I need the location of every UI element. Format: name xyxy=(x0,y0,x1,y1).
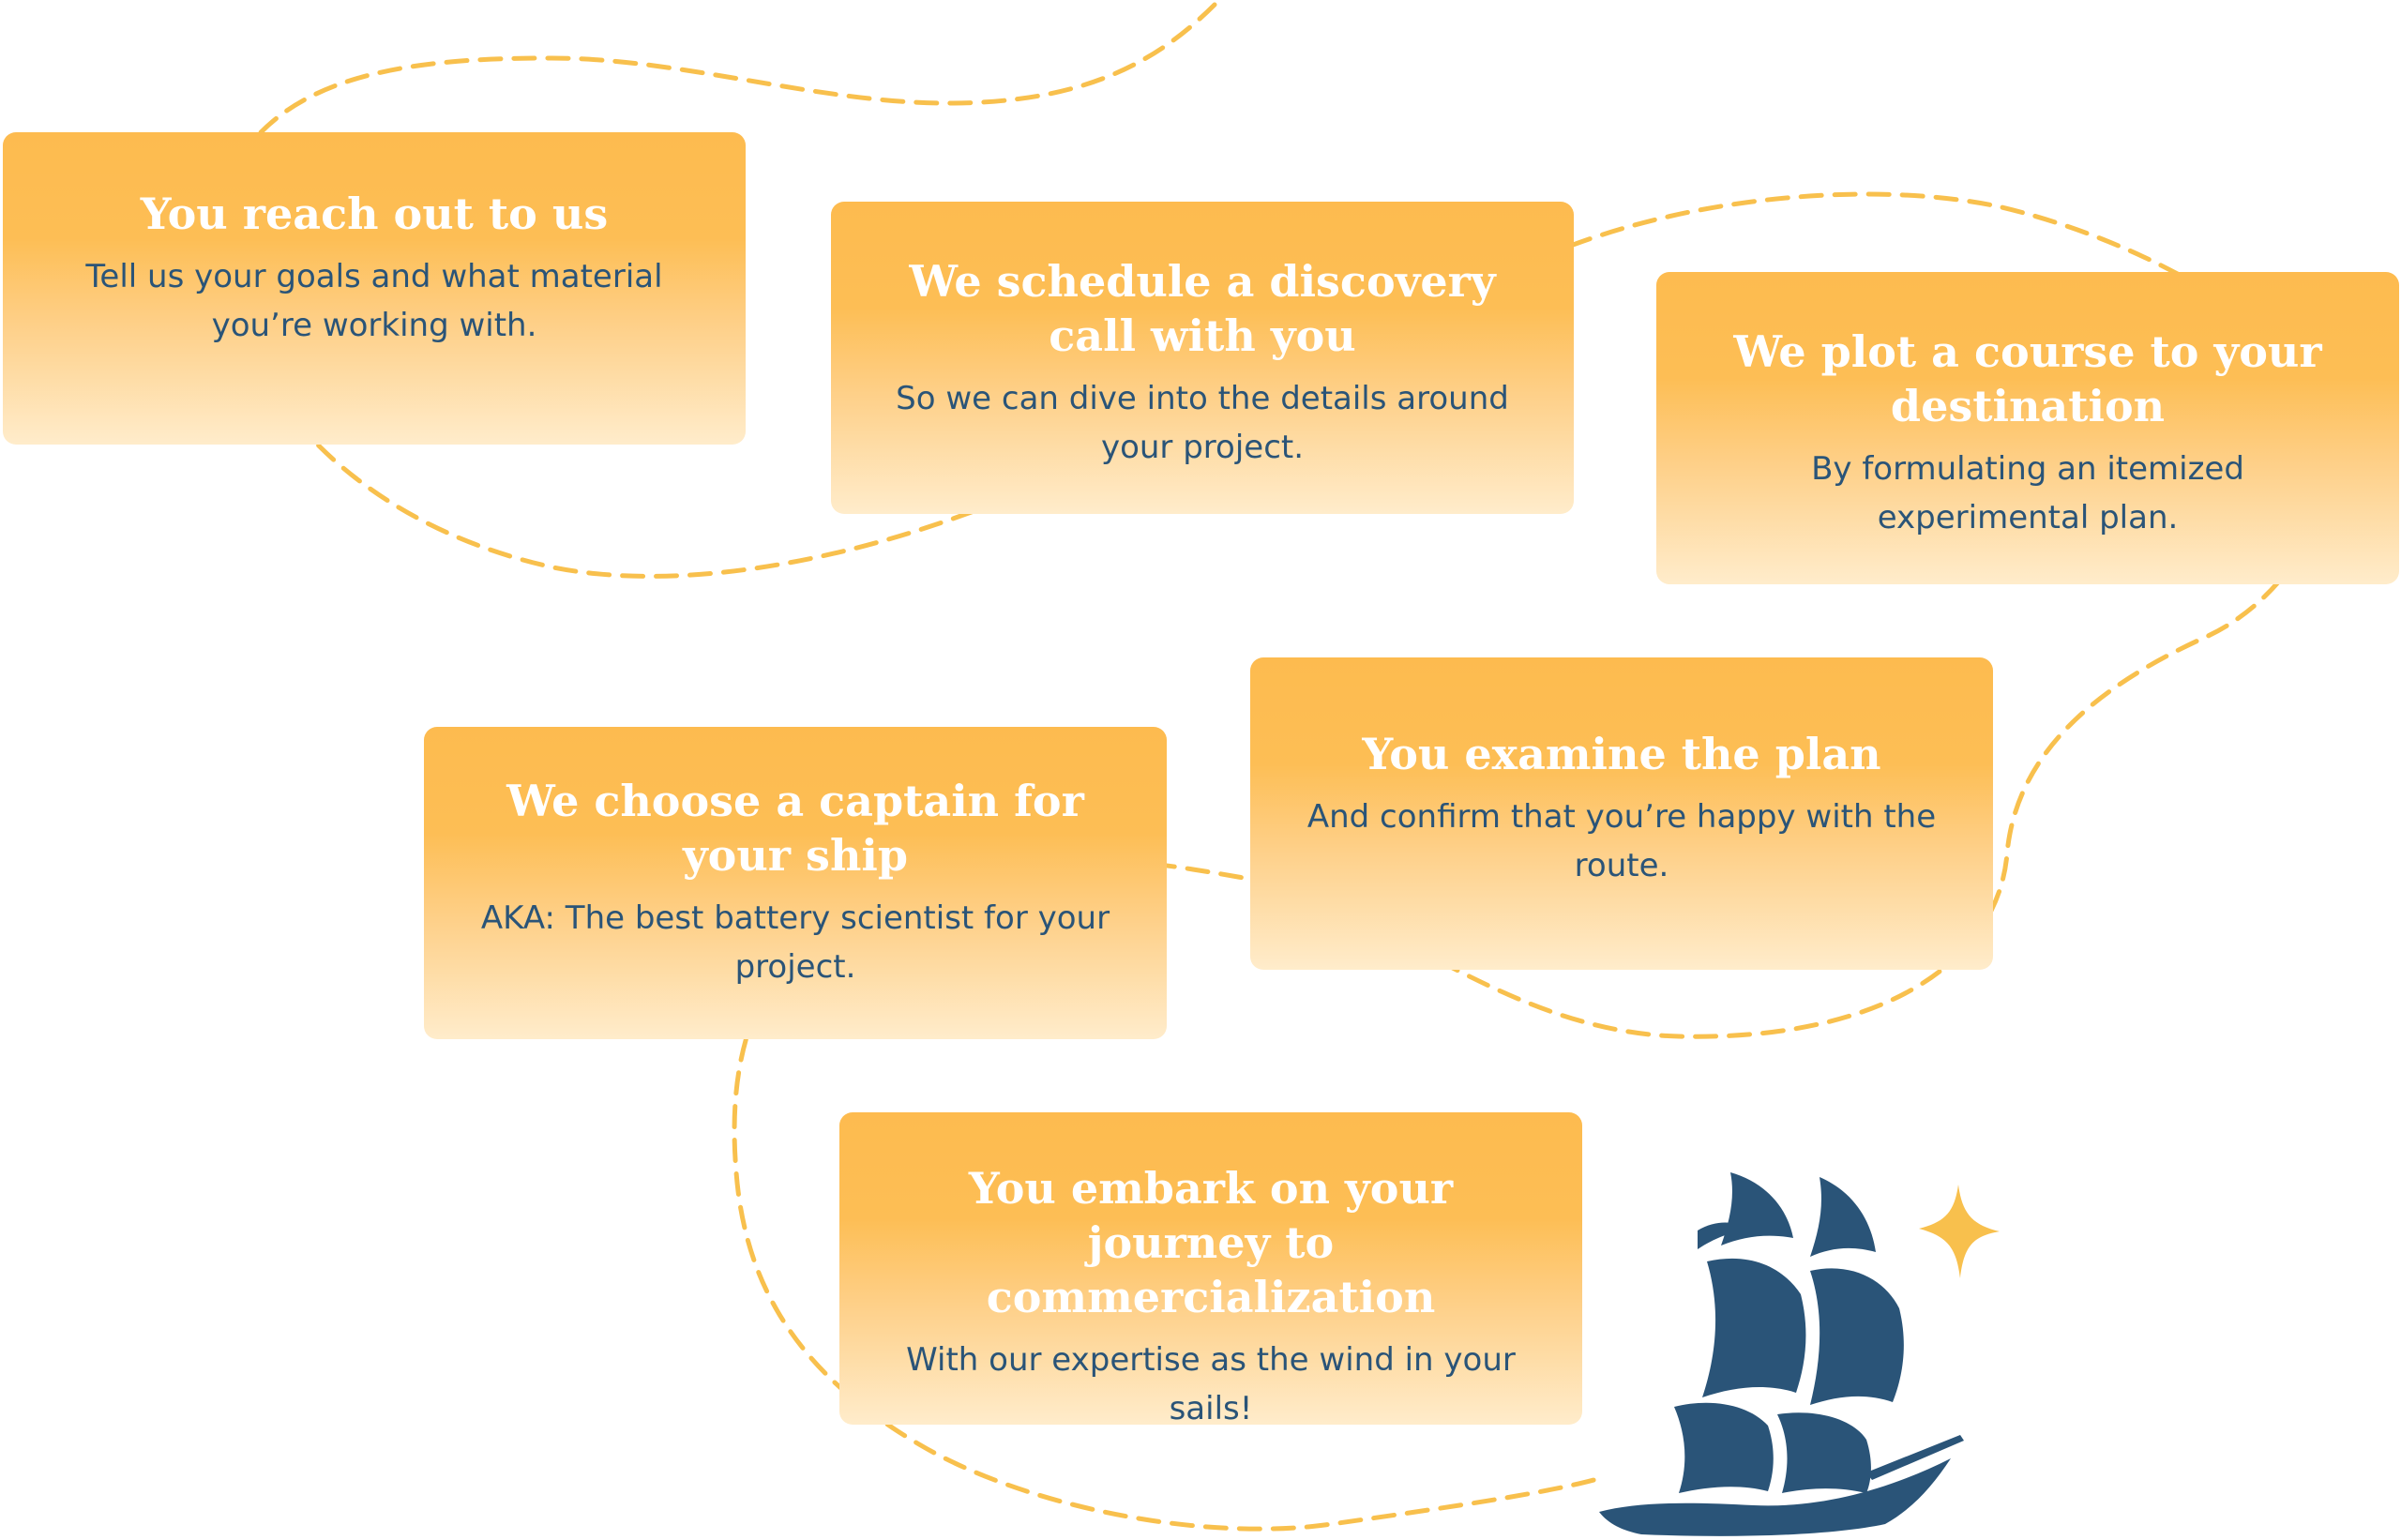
step-title: We choose a captain for your ship xyxy=(506,776,1084,881)
step-card-examine-plan: You examine the plan And confirm that yo… xyxy=(1250,657,1993,970)
step-description: With our expertise as the wind in your s… xyxy=(906,1341,1516,1427)
step-description: By formulating an itemized experimental … xyxy=(1811,450,2244,536)
step-description: AKA: The best battery scientist for your… xyxy=(480,899,1110,986)
sparkle-star-icon xyxy=(1919,1185,2000,1278)
step-title: We plot a course to your destination xyxy=(1733,326,2322,431)
step-description: And confirm that you’re happy with the r… xyxy=(1306,798,1937,884)
step-card-choose-captain: We choose a captain for your ship AKA: T… xyxy=(424,727,1167,1039)
step-card-embark: You embark on your journey to commercial… xyxy=(839,1112,1582,1427)
step-card-discovery-call: We schedule a discovery call with you So… xyxy=(831,202,1574,514)
step-card-reach-out: You reach out to us Tell us your goals a… xyxy=(3,132,746,445)
sailing-ship-icon xyxy=(1599,1172,1964,1536)
step-title: You embark on your journey to commercial… xyxy=(968,1163,1454,1322)
step-card-plot-course: We plot a course to your destination By … xyxy=(1656,272,2399,584)
step-title: You reach out to us xyxy=(140,189,609,239)
step-title: We schedule a discovery call with you xyxy=(909,256,1496,361)
step-title: You examine the plan xyxy=(1362,729,1881,779)
step-description: Tell us your goals and what material you… xyxy=(85,258,663,344)
step-description: So we can dive into the details around y… xyxy=(896,380,1509,466)
